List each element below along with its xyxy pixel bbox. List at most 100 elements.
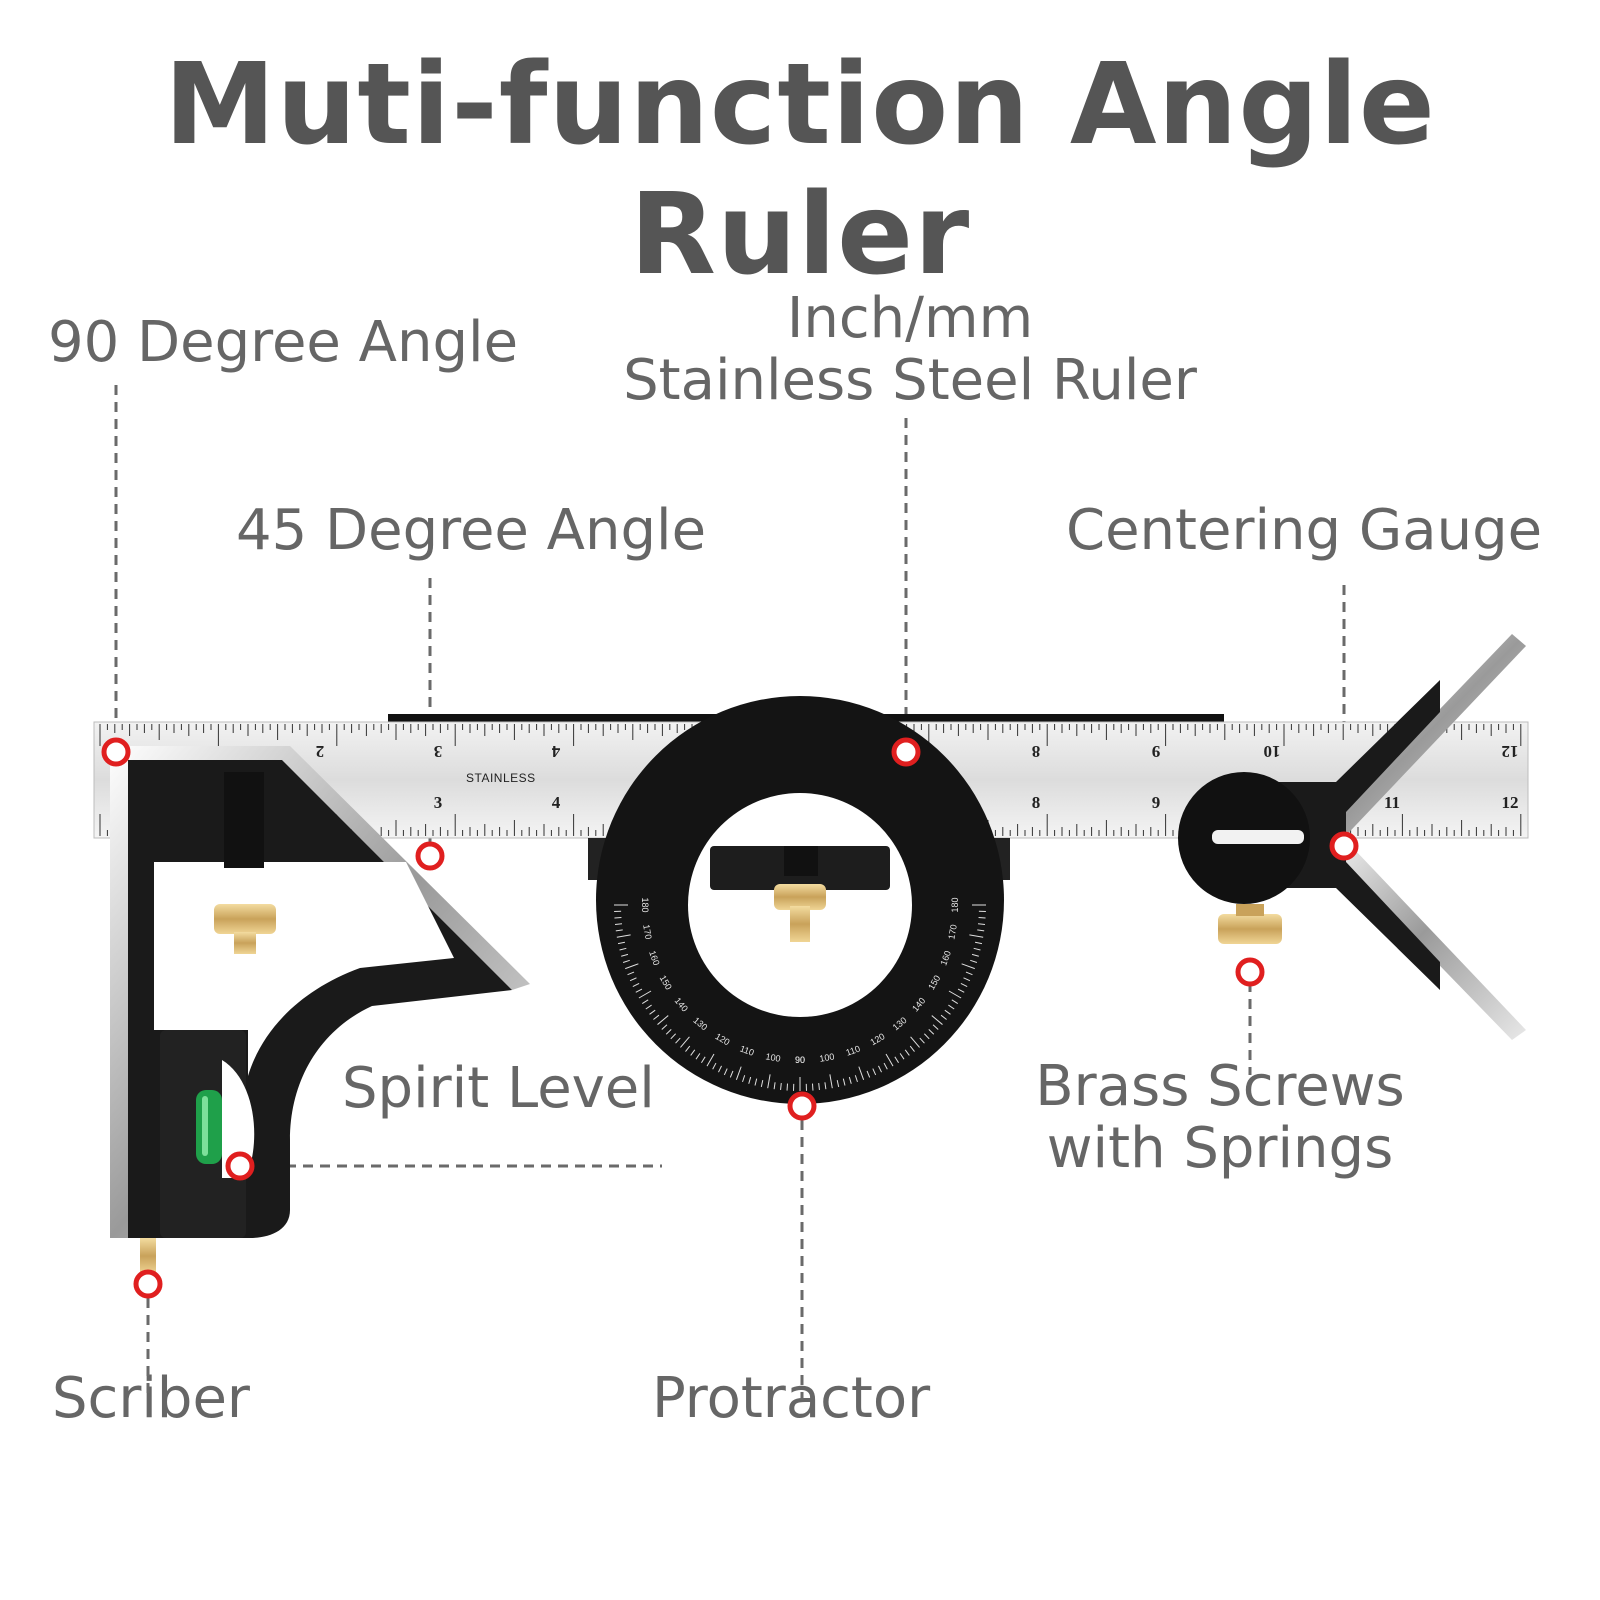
protractor-tick bbox=[948, 990, 962, 999]
protractor-tick bbox=[629, 977, 637, 982]
protractor-tick bbox=[641, 999, 649, 1004]
protractor-tick bbox=[971, 953, 979, 957]
ruler-number-top: 4 bbox=[551, 742, 560, 761]
label-protractor: Protractor bbox=[652, 1366, 931, 1431]
centering-blade-upper bbox=[1316, 634, 1526, 846]
marker-90-degree bbox=[101, 737, 131, 767]
protractor-tick bbox=[685, 1045, 691, 1052]
protractor-tick bbox=[635, 988, 643, 993]
label-ruler: Inch/mm Stainless Steel Ruler bbox=[620, 288, 1200, 412]
protractor-clamp-top bbox=[784, 846, 818, 876]
protractor-degree-label: 180 bbox=[640, 897, 650, 912]
protractor-tick bbox=[616, 934, 631, 938]
protractor-tick bbox=[951, 999, 959, 1004]
protractor-tick bbox=[923, 1033, 930, 1040]
protractor-tick bbox=[670, 1033, 677, 1040]
protractor-tick bbox=[931, 1015, 943, 1025]
protractor-tick bbox=[773, 1082, 776, 1090]
square-head bbox=[110, 746, 530, 1274]
label-ruler-line2: Stainless Steel Ruler bbox=[623, 348, 1197, 413]
protractor-tick bbox=[932, 1024, 939, 1030]
protractor-tick bbox=[760, 1079, 764, 1088]
protractor-tick bbox=[878, 1065, 882, 1073]
protractor-tick bbox=[649, 1009, 656, 1015]
protractor-tick bbox=[885, 1053, 894, 1067]
ruler-number-top: 2 bbox=[316, 742, 325, 761]
protractor-tick bbox=[621, 953, 629, 957]
protractor-brass-nut bbox=[774, 884, 826, 910]
protractor-tick bbox=[706, 1053, 715, 1067]
protractor-tick bbox=[657, 1015, 669, 1025]
protractor-tick bbox=[695, 1053, 701, 1060]
ruler-number-top: 3 bbox=[434, 742, 443, 761]
protractor-tick bbox=[899, 1053, 905, 1060]
protractor-tick bbox=[909, 1045, 915, 1052]
square-brass-nut bbox=[214, 904, 276, 934]
label-spirit-level: Spirit Level bbox=[342, 1056, 655, 1121]
protractor-tick bbox=[690, 1049, 696, 1056]
protractor-tick bbox=[780, 1082, 782, 1091]
protractor-degree-label: 100 bbox=[819, 1051, 836, 1063]
protractor-tick bbox=[748, 1076, 752, 1084]
protractor-tick bbox=[974, 941, 983, 945]
protractor-tick bbox=[910, 1036, 920, 1048]
ruler-number-bottom: 12 bbox=[1502, 793, 1519, 812]
square-brass-thread bbox=[234, 932, 256, 954]
page-title: Muti-function Angle Ruler bbox=[164, 40, 1436, 300]
centering-brass-nut bbox=[1218, 914, 1282, 944]
protractor-tick bbox=[661, 1024, 668, 1030]
protractor-tick bbox=[614, 923, 623, 925]
protractor-tick bbox=[622, 959, 630, 963]
protractor-tick bbox=[632, 983, 640, 987]
protractor-tick bbox=[742, 1075, 746, 1083]
protractor-tick bbox=[625, 963, 639, 970]
protractor-degree-label: 100 bbox=[765, 1051, 782, 1063]
protractor-tick bbox=[735, 1066, 742, 1080]
protractor-degree-label: 110 bbox=[845, 1043, 862, 1057]
protractor-tick bbox=[665, 1028, 672, 1035]
label-brass-line1: Brass Screws bbox=[1035, 1054, 1405, 1119]
ruler-stamp: STAINLESS bbox=[466, 771, 536, 785]
protractor-tick bbox=[963, 977, 971, 982]
protractor-tick bbox=[718, 1065, 722, 1073]
protractor-tick bbox=[944, 1009, 951, 1015]
marker-spirit-level bbox=[225, 1151, 255, 1181]
marker-protractor bbox=[787, 1091, 817, 1121]
protractor-tick bbox=[866, 1070, 871, 1078]
protractor-tick bbox=[858, 1066, 865, 1080]
protractor-tick bbox=[645, 1004, 652, 1010]
protractor-tick bbox=[680, 1036, 690, 1048]
protractor-tick bbox=[723, 1068, 728, 1076]
protractor-tick bbox=[961, 963, 975, 970]
protractor-tick bbox=[965, 971, 973, 976]
protractor-tick bbox=[977, 929, 985, 932]
protractor-tick bbox=[754, 1078, 758, 1086]
protractor-tick bbox=[729, 1070, 734, 1078]
label-scriber: Scriber bbox=[52, 1366, 250, 1431]
protractor-tick bbox=[970, 959, 978, 963]
protractor-tick bbox=[960, 983, 968, 987]
ruler-number-top: 8 bbox=[1032, 742, 1041, 761]
protractor-tick bbox=[836, 1079, 840, 1088]
protractor-tick bbox=[701, 1056, 706, 1064]
protractor-tick bbox=[919, 1037, 925, 1044]
protractor-scale bbox=[614, 904, 986, 1091]
protractor-tick bbox=[712, 1062, 717, 1070]
marker-centering bbox=[1329, 831, 1359, 861]
label-45-degree-angle: 45 Degree Angle bbox=[236, 498, 707, 563]
protractor-tick bbox=[619, 947, 627, 951]
protractor-tick bbox=[969, 934, 984, 938]
protractor-degree-label: 170 bbox=[946, 924, 958, 941]
scriber-pin bbox=[140, 1238, 156, 1274]
centering-blade-lower bbox=[1316, 830, 1526, 1040]
marker-ruler bbox=[891, 737, 921, 767]
protractor-degree-label: 160 bbox=[938, 949, 953, 967]
protractor-tick bbox=[854, 1075, 858, 1083]
protractor-tick bbox=[894, 1056, 899, 1064]
label-centering-gauge: Centering Gauge bbox=[1066, 498, 1543, 563]
centering-slot bbox=[1212, 830, 1304, 844]
label-brass-screws: Brass Screws with Springs bbox=[1020, 1056, 1420, 1180]
protractor-tick bbox=[638, 990, 652, 999]
